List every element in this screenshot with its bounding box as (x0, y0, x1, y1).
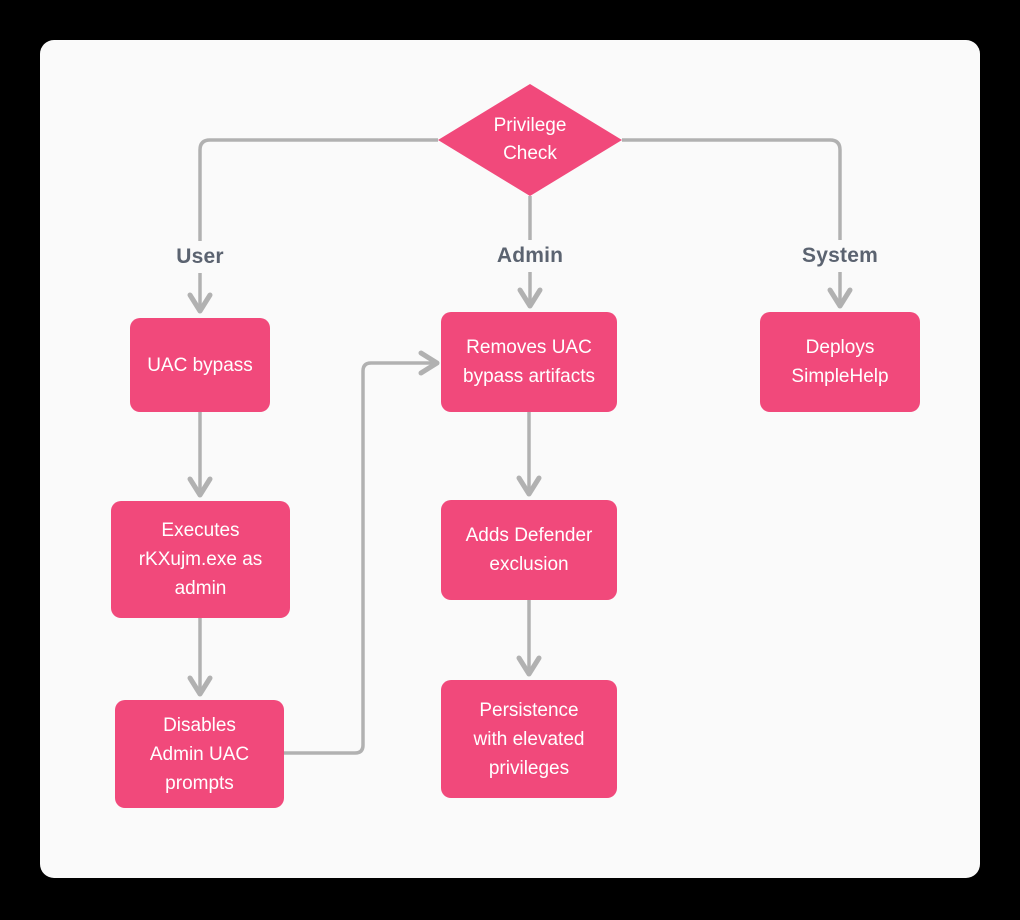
node-removes-uac-bypass-artifacts: Removes UAC bypass artifacts (441, 312, 617, 412)
node-disables-admin-uac-prompts: Disables Admin UAC prompts (115, 700, 284, 808)
node-adds-defender-exclusion: Adds Defender exclusion (441, 500, 617, 600)
node-adds-defender-exclusion-label: Adds Defender exclusion (465, 525, 593, 575)
node-executes-rkxujm: Executes rKXujm.exe as admin (111, 501, 290, 618)
node-deploys-simplehelp: Deploys SimpleHelp (760, 312, 920, 412)
decision-privilege-check: Privilege Check (493, 115, 567, 164)
branch-label-user: User (167, 241, 233, 273)
node-deploys-simplehelp-label: Deploys SimpleHelp (791, 337, 889, 387)
node-uac-bypass: UAC bypass (130, 318, 270, 412)
node-persistence-elevated-privileges-label: Persistence with elevated privileges (473, 699, 585, 779)
branch-label-system: System (793, 240, 887, 272)
node-executes-rkxujm-label: Executes rKXujm.exe as admin (138, 520, 263, 599)
node-removes-uac-bypass-artifacts-label: Removes UAC bypass artifacts (463, 337, 595, 387)
node-persistence-elevated-privileges: Persistence with elevated privileges (441, 680, 617, 798)
branch-label-admin: Admin (487, 240, 573, 272)
node-disables-admin-uac-prompts-label: Disables Admin UAC prompts (149, 714, 250, 794)
node-uac-bypass-label: UAC bypass (147, 354, 253, 376)
